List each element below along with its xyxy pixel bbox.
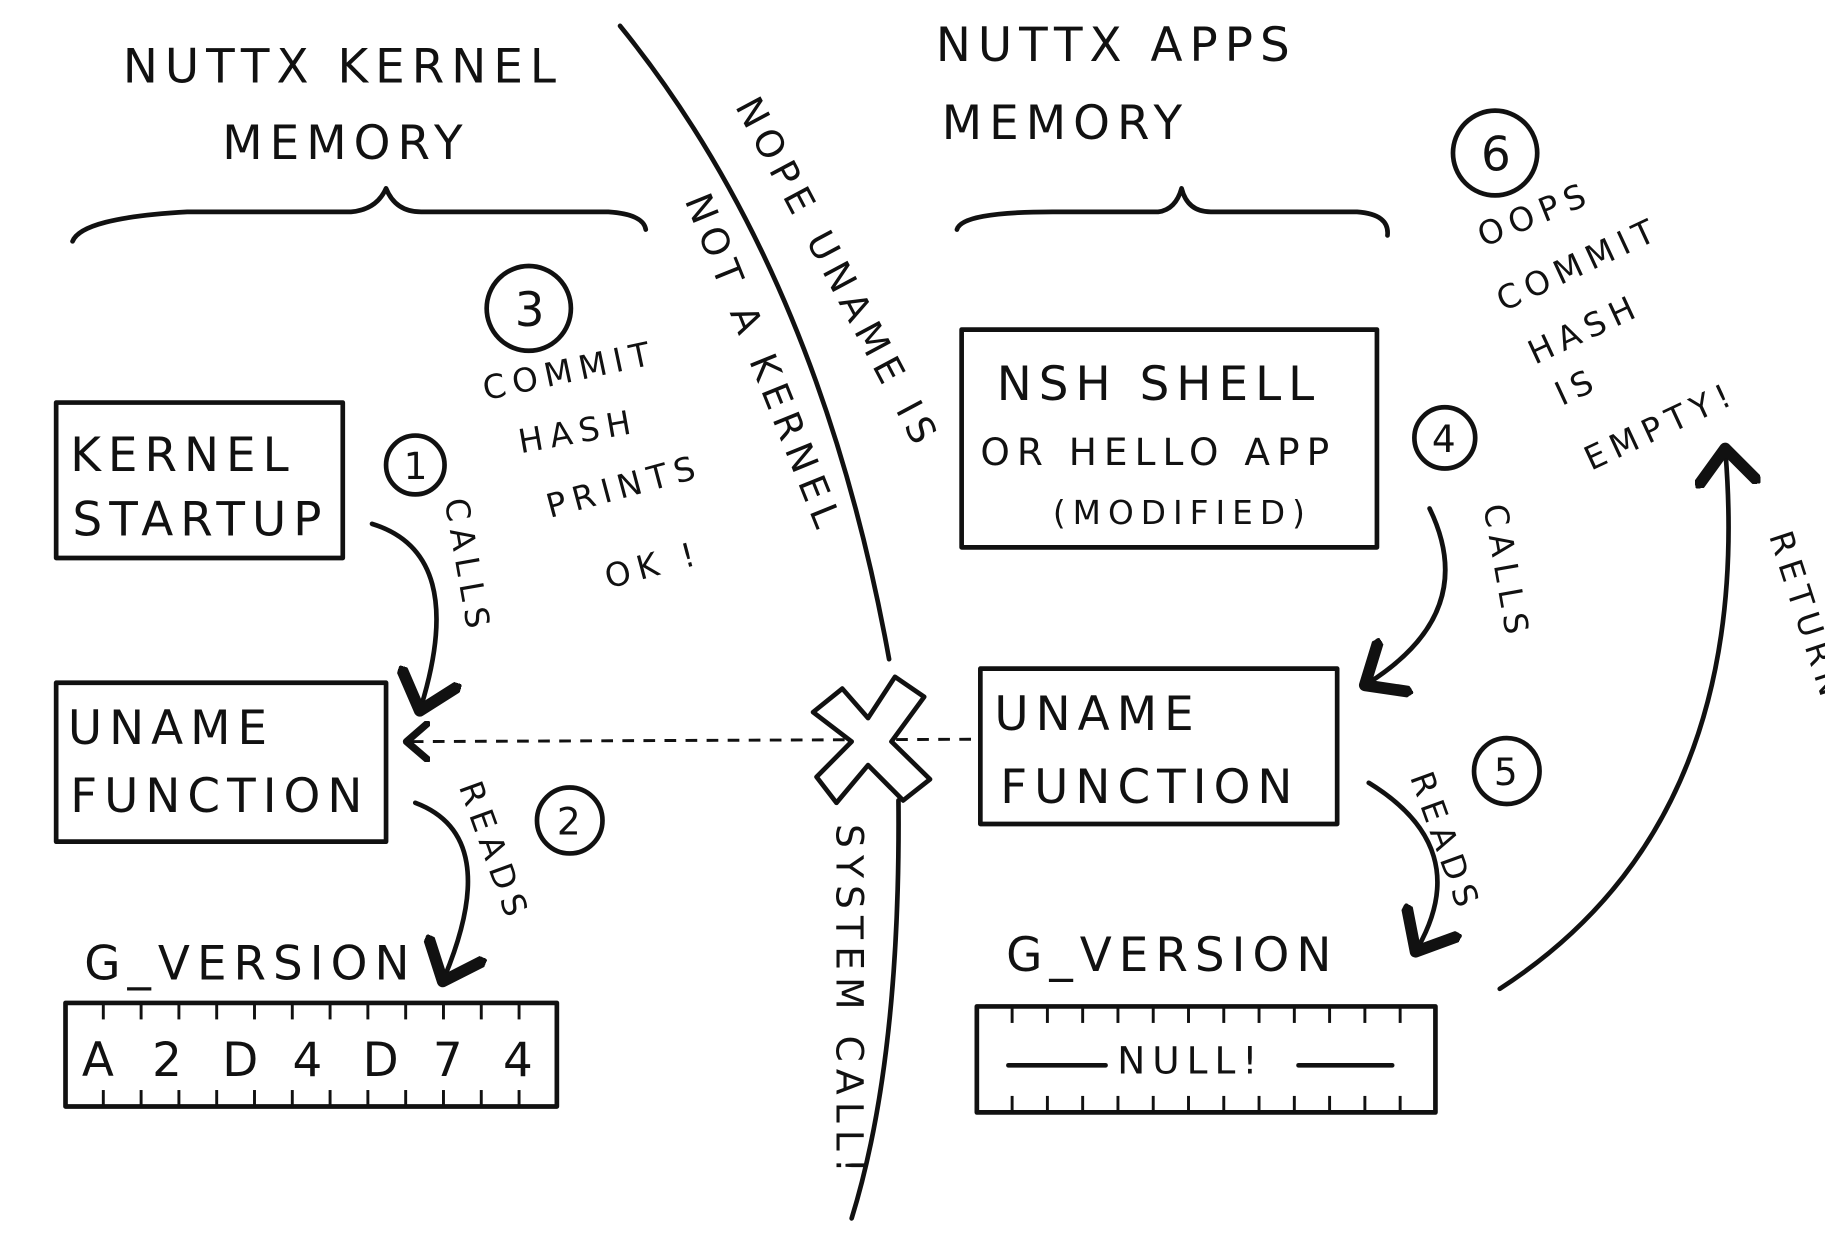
reads-arrow-5 <box>1366 780 1438 948</box>
step-3-line3: PRINTS <box>542 447 706 525</box>
app-box-line2: OR HELLO APP <box>980 430 1336 474</box>
kernel-title: NUTTX KERNEL <box>123 39 563 94</box>
app-box-line1: NSH SHELL <box>997 357 1322 412</box>
boundary-syscall-text: SYSTEM CALL! <box>827 824 871 1180</box>
kernel-uname-line1: UNAME <box>68 701 274 756</box>
kernel-gversion-cell: 4 <box>292 1033 322 1088</box>
kernel-gversion-label: G_VERSION <box>84 936 416 991</box>
kernel-brace <box>70 185 649 244</box>
step-1-circle <box>383 433 447 497</box>
step-3-circle <box>484 263 574 354</box>
kernel-gversion-cell: D <box>222 1033 258 1088</box>
step-3-number: 3 <box>515 283 545 338</box>
kernel-gversion-cell: A <box>82 1033 114 1088</box>
step-3-line4: OK ! <box>601 534 706 597</box>
calls-arrow-4 <box>1369 506 1448 683</box>
kernel-gversion-array <box>63 1000 560 1109</box>
step-4-number: 4 <box>1432 417 1456 461</box>
memory-boundary-curve <box>617 23 892 662</box>
kernel-startup-line1: KERNEL <box>70 428 296 483</box>
step-5-number: 5 <box>1494 750 1518 794</box>
apps-title: NUTTX APPS <box>936 18 1297 73</box>
step-2-circle <box>534 785 605 856</box>
apps-gversion-array <box>974 1004 1438 1115</box>
step-6-line4: IS <box>1549 360 1605 413</box>
apps-uname-line2: FUNCTION <box>1000 760 1299 815</box>
kernel-uname-box <box>53 680 389 845</box>
step-1-number: 1 <box>404 444 428 488</box>
kernel-gversion-cell: 4 <box>503 1033 533 1088</box>
kernel-gversion-cell: 2 <box>152 1033 182 1088</box>
returns-label: RETURNS <box>1761 526 1825 734</box>
step-5-circle <box>1471 735 1542 807</box>
step-5-label: READS <box>1402 767 1488 919</box>
step-3-line2: HASH <box>515 403 640 462</box>
apps-uname-line1: UNAME <box>994 687 1200 742</box>
app-box-line3: (MODIFIED) <box>1053 494 1312 532</box>
apps-title-memory: MEMORY <box>942 96 1189 151</box>
step-4-circle <box>1412 404 1478 471</box>
apps-brace <box>954 185 1390 238</box>
reads-arrow-2 <box>412 800 468 977</box>
step-6-number: 6 <box>1481 128 1511 183</box>
kernel-uname-line2: FUNCTION <box>70 769 369 824</box>
kernel-title-memory: MEMORY <box>222 116 469 171</box>
step-4-label: CALLS <box>1476 501 1537 644</box>
step-6-circle <box>1450 108 1540 198</box>
kernel-gversion-cell: 7 <box>433 1033 463 1088</box>
apps-gversion-label: G_VERSION <box>1006 928 1338 983</box>
apps-gversion-ticks <box>1010 1006 1402 1113</box>
blocked-x-icon <box>810 674 933 806</box>
apps-gversion-value: NULL! <box>1117 1038 1264 1082</box>
app-box <box>959 327 1380 550</box>
apps-uname-box <box>978 666 1340 827</box>
step-1-label: CALLS <box>437 495 498 638</box>
kernel-startup-box <box>53 400 346 561</box>
kernel-startup-line2: STARTUP <box>73 492 329 547</box>
step-2-number: 2 <box>557 799 581 843</box>
kernel-gversion-cell: D <box>363 1033 399 1088</box>
memory-boundary-curve-lower <box>849 798 901 1221</box>
calls-arrow-1 <box>369 521 436 706</box>
returns-arrow <box>1497 453 1729 992</box>
